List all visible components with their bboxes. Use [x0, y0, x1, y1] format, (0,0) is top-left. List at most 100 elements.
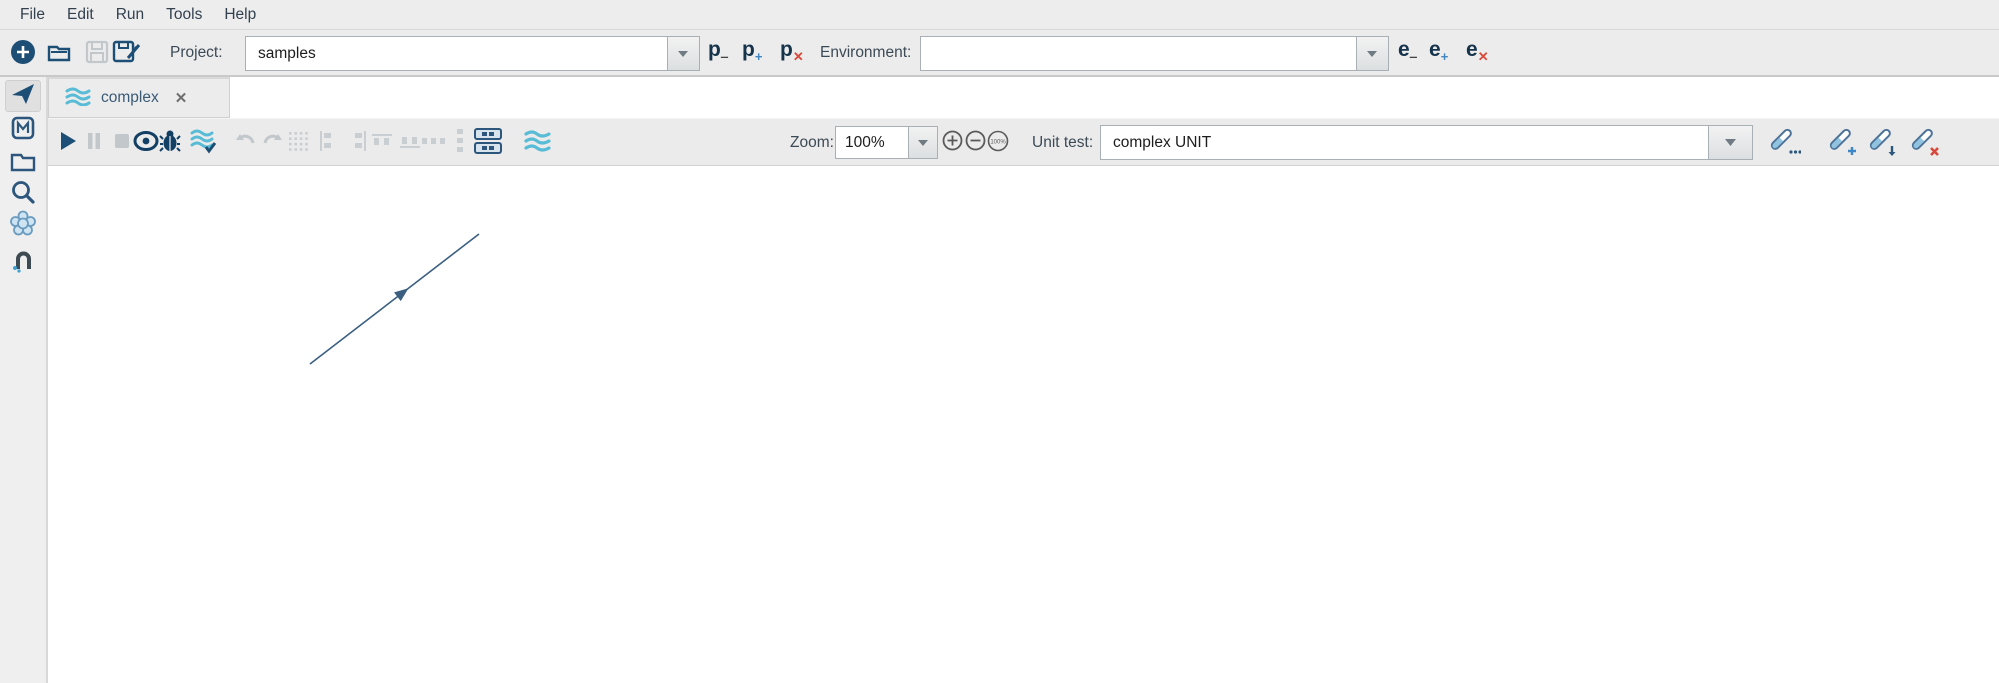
paper-plane-icon — [10, 82, 36, 111]
environment-combo[interactable] — [920, 36, 1389, 71]
zoom-input[interactable] — [835, 126, 908, 159]
sidebar-item-file-explorer-perspective[interactable] — [5, 147, 41, 179]
tube-down-icon — [1866, 126, 1898, 161]
tab-title: complex — [101, 89, 159, 106]
sidebar-item-search-perspective[interactable] — [5, 178, 41, 210]
perspective-sidebar — [0, 77, 48, 683]
add-project-button[interactable]: p+ — [742, 38, 763, 64]
distribute-horizontal-button[interactable] — [420, 129, 448, 157]
tab-close-icon[interactable]: ✕ — [174, 90, 188, 107]
project-dropdown-button[interactable] — [667, 36, 700, 71]
tube-dots-icon — [1767, 126, 1802, 161]
save-button[interactable] — [82, 39, 112, 69]
chevron-down-icon — [678, 50, 688, 57]
project-input[interactable] — [245, 36, 667, 71]
eye-icon — [133, 130, 159, 156]
align-bottom-button[interactable] — [396, 129, 424, 157]
menu-item-file[interactable]: File — [20, 5, 45, 23]
pause-icon — [86, 131, 102, 156]
zoom-100-icon: 100% — [987, 130, 1009, 157]
metadata-m-icon — [10, 115, 36, 146]
waves-icon — [523, 129, 553, 158]
tab-complex[interactable]: complex ✕ — [48, 77, 230, 118]
delete-project-button[interactable]: p✕ — [780, 38, 804, 64]
zoom-combo[interactable] — [835, 126, 938, 159]
edit-environment-button-badge-icon: ‒ — [1409, 49, 1417, 64]
add-project-button-badge-icon: + — [754, 49, 763, 64]
hook-icon — [10, 247, 36, 278]
pipeline-canvas[interactable] — [48, 166, 1999, 683]
chevron-down-icon — [1367, 50, 1377, 57]
menu-item-help[interactable]: Help — [224, 5, 257, 23]
zoom-out-icon — [965, 130, 986, 156]
sidebar-item-neo4j-perspective[interactable] — [5, 246, 41, 278]
menu-item-edit[interactable]: Edit — [66, 5, 94, 23]
unit-test-combo[interactable] — [1100, 125, 1753, 160]
align-h-icon — [370, 133, 394, 154]
preview-button[interactable] — [132, 129, 160, 157]
menu-item-run[interactable]: Run — [115, 5, 145, 23]
redo-button[interactable] — [258, 129, 286, 157]
align-right-button[interactable] — [346, 129, 374, 157]
grid-dots-icon — [287, 130, 309, 157]
save-file-icon — [84, 39, 110, 70]
environment-input[interactable] — [920, 36, 1356, 71]
sidebar-item-metadata-perspective[interactable] — [5, 114, 41, 146]
tab-bar: complex ✕ — [48, 77, 1999, 118]
hop-edge[interactable] — [309, 233, 480, 365]
zoom-100-button[interactable]: 100% — [984, 129, 1012, 157]
stop-button[interactable] — [108, 129, 136, 157]
project-combo[interactable] — [245, 36, 700, 71]
play-icon — [58, 130, 78, 157]
zoom-in-icon — [942, 130, 963, 156]
delete-environment-button-badge-icon: ✕ — [1477, 49, 1489, 64]
create-unit-test-button[interactable] — [1828, 128, 1856, 157]
check-pipeline-button[interactable] — [190, 129, 218, 157]
new-button[interactable] — [8, 39, 38, 69]
align-top-button[interactable] — [368, 129, 396, 157]
edit-unit-test-button[interactable] — [1770, 128, 1802, 157]
environment-dropdown-button[interactable] — [1356, 36, 1389, 71]
environment-label: Environment: — [820, 44, 912, 61]
edit-pipeline-button[interactable] — [524, 129, 552, 157]
save-as-button[interactable] — [112, 39, 142, 69]
zoom-dropdown-button[interactable] — [908, 126, 938, 159]
unit-test-input[interactable] — [1100, 125, 1708, 160]
align-v-icon — [319, 129, 333, 158]
edit-environment-button[interactable]: e‒ — [1398, 38, 1417, 64]
tube-plus-icon — [1826, 126, 1858, 161]
sidebar-item-explorer-perspective[interactable] — [5, 80, 41, 112]
add-environment-button-badge-icon: + — [1440, 49, 1449, 64]
pipeline-toolbar: Zoom: Unit test: 100% — [48, 118, 1999, 166]
undo-icon — [235, 132, 257, 155]
debug-button[interactable] — [156, 129, 184, 157]
distribute-vertical-button[interactable] — [446, 128, 474, 157]
show-grid-button[interactable] — [284, 129, 312, 157]
redo-icon — [261, 132, 283, 155]
zoom-out-button[interactable] — [961, 129, 989, 157]
main-toolbar: Project: Environment: p‒p+p✕e‒e+e✕ — [0, 30, 1999, 77]
distribute-h-icon — [421, 134, 447, 153]
unit-test-dropdown-button[interactable] — [1708, 125, 1753, 160]
edit-project-button[interactable]: p‒ — [708, 38, 729, 64]
delete-unit-test-button[interactable] — [1910, 128, 1939, 157]
align-v2-icon — [353, 129, 367, 158]
undo-button[interactable] — [232, 129, 260, 157]
snap-to-grid-button[interactable] — [474, 127, 502, 157]
menu-item-tools[interactable]: Tools — [166, 5, 203, 23]
align-left-button[interactable] — [312, 129, 340, 157]
align-h2-icon — [398, 133, 422, 154]
zoom-in-button[interactable] — [938, 129, 966, 157]
run-button[interactable] — [54, 129, 82, 157]
menu-bar: File Edit Run Tools Help — [0, 0, 1999, 30]
add-environment-button[interactable]: e+ — [1429, 38, 1449, 64]
chevron-down-icon — [1724, 139, 1736, 146]
sidebar-item-plugins-perspective[interactable] — [5, 210, 41, 242]
delete-environment-button[interactable]: e✕ — [1466, 38, 1489, 64]
open-button[interactable] — [45, 39, 75, 69]
search-icon — [10, 179, 36, 210]
detach-unit-test-button[interactable] — [1868, 128, 1896, 157]
pause-button[interactable] — [80, 129, 108, 157]
open-file-icon — [46, 38, 74, 71]
